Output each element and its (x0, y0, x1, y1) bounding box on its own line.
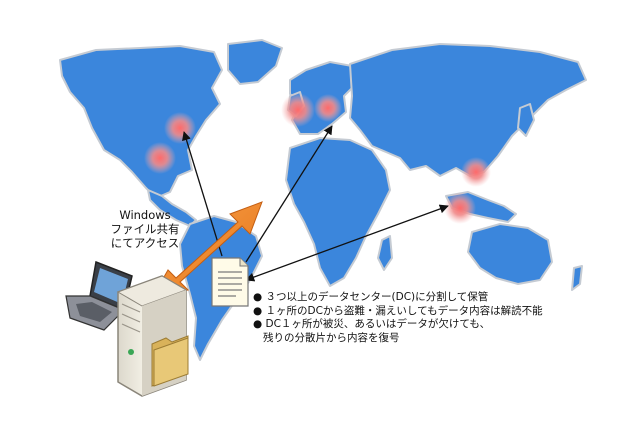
note-item-3-continued: 残りの分散片から内容を復号 (253, 332, 613, 346)
bullet-icon: ● (253, 291, 262, 303)
document-icon (212, 258, 248, 306)
note-text-2: １ヶ所のDCから盗難・漏えいしてもデータ内容は解読不能 (266, 305, 543, 317)
note-item-3: ● DC１ヶ所が被災、あるいはデータが欠けても、 (253, 318, 613, 332)
note-text-3: DC１ヶ所が被災、あるいはデータが欠けても、 (266, 318, 491, 330)
landmass-madagascar (378, 236, 392, 270)
landmass-new-zealand (572, 266, 582, 290)
note-item-1: ● ３つ以上のデータセンター(DC)に分割して保管 (253, 291, 613, 305)
access-label-line-3: にてアクセス (90, 236, 200, 250)
access-method-label: Windows ファイル共有 にてアクセス (90, 208, 200, 250)
bullet-icon: ● (253, 318, 262, 330)
datacenter-glow-southeast-asia (444, 192, 476, 224)
access-label-line-1: Windows (90, 208, 200, 222)
landmass-greenland (228, 40, 282, 84)
note-item-2: ● １ヶ所のDCから盗難・漏えいしてもデータ内容は解読不能 (253, 305, 613, 319)
landmass-asia (350, 44, 586, 176)
landmass-australia (468, 224, 552, 284)
feature-notes: ● ３つ以上のデータセンター(DC)に分割して保管 ● １ヶ所のDCから盗難・漏… (253, 291, 613, 345)
bullet-icon: ● (253, 305, 262, 317)
note-text-1: ３つ以上のデータセンター(DC)に分割して保管 (266, 291, 489, 303)
datacenter-glow-uk (281, 93, 315, 127)
landmass-africa (286, 138, 390, 286)
access-label-line-2: ファイル共有 (90, 222, 200, 236)
datacenter-glow-us-east (164, 112, 196, 144)
datacenter-glow-east-asia (461, 157, 491, 187)
landmass-japan (518, 104, 534, 136)
datacenter-glow-us-south (144, 142, 176, 174)
datacenter-glow-europe (314, 94, 342, 122)
